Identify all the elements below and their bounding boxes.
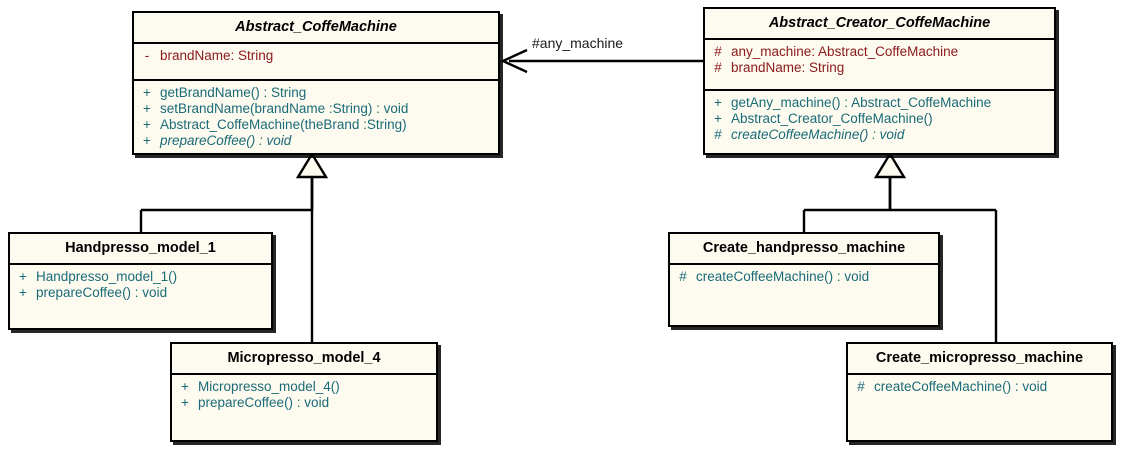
method-row: + Abstract_Creator_CoffeMachine() [705, 111, 1054, 127]
generalization-triangle [873, 151, 907, 179]
method-signature: getAny_machine() : Abstract_CoffeMachine [731, 95, 992, 111]
class-box-create-handpresso-machine[interactable]: Create_handpresso_machine # createCoffee… [668, 232, 940, 327]
attribute-signature: brandName: String [731, 60, 845, 76]
association-any-machine [500, 48, 703, 74]
visibility-marker: + [143, 85, 151, 101]
methods-compartment: # createCoffeeMachine() : void [848, 375, 1111, 399]
attribute-signature: any_machine: Abstract_CoffeMachine [731, 44, 959, 60]
visibility-marker: + [143, 133, 151, 149]
visibility-marker: + [714, 95, 722, 111]
generalization-triangle [295, 151, 329, 179]
method-signature: prepareCoffee() : void [160, 133, 292, 149]
association-label-any-machine: #any_machine [532, 35, 624, 51]
methods-compartment: # createCoffeeMachine() : void [670, 265, 938, 289]
methods-compartment: + getBrandName() : String + setBrandName… [134, 81, 498, 153]
class-title-abstract-coffemachine: Abstract_CoffeMachine [235, 19, 397, 35]
method-signature: Handpresso_model_1() [36, 269, 178, 285]
method-row: + Abstract_CoffeMachine(theBrand :String… [134, 117, 498, 133]
attribute-row: - brandName: String [134, 48, 498, 64]
class-title-create-handpresso-machine: Create_handpresso_machine [702, 240, 906, 256]
methods-compartment: + Handpresso_model_1() + prepareCoffee()… [10, 265, 271, 305]
compartment-divider [670, 263, 938, 266]
attribute-row: # brandName: String [705, 60, 1054, 76]
class-title-micropresso-model-4: Micropresso_model_4 [227, 350, 381, 366]
class-box-abstract-coffemachine[interactable]: Abstract_CoffeMachine - brandName: Strin… [132, 11, 500, 155]
visibility-marker: # [714, 60, 722, 76]
method-signature: prepareCoffee() : void [36, 285, 168, 301]
method-row: # createCoffeeMachine() : void [670, 269, 938, 285]
method-signature: createCoffeeMachine() : void [731, 127, 905, 143]
method-row: + getBrandName() : String [134, 85, 498, 101]
compartment-divider [134, 79, 498, 82]
method-signature: prepareCoffee() : void [198, 395, 330, 411]
method-row: # createCoffeeMachine() : void [705, 127, 1054, 143]
compartment-divider [172, 373, 436, 376]
class-title-handpresso-model-1: Handpresso_model_1 [65, 240, 216, 256]
method-row: + getAny_machine() : Abstract_CoffeMachi… [705, 95, 1054, 111]
attributes-compartment: # any_machine: Abstract_CoffeMachine # b… [705, 40, 1054, 89]
class-box-handpresso-model-1[interactable]: Handpresso_model_1 + Handpresso_model_1(… [8, 232, 273, 330]
method-signature: Micropresso_model_4() [198, 379, 340, 395]
compartment-divider [705, 89, 1054, 92]
methods-compartment: + getAny_machine() : Abstract_CoffeMachi… [705, 91, 1054, 147]
attributes-compartment: - brandName: String [134, 44, 498, 79]
compartment-divider [10, 263, 271, 266]
visibility-marker: # [714, 44, 722, 60]
method-row: + Handpresso_model_1() [10, 269, 271, 285]
method-row: + prepareCoffee() : void [10, 285, 271, 301]
compartment-divider [848, 373, 1111, 376]
class-box-micropresso-model-4[interactable]: Micropresso_model_4 + Micropresso_model_… [170, 342, 438, 442]
visibility-marker: # [714, 127, 722, 143]
compartment-divider [134, 42, 498, 45]
method-row: + setBrandName(brandName :String) : void [134, 101, 498, 117]
class-title-abstract-creator-coffemachine: Abstract_Creator_CoffeMachine [768, 15, 991, 31]
method-row: # createCoffeeMachine() : void [848, 379, 1111, 395]
visibility-marker: + [19, 285, 27, 301]
class-box-create-micropresso-machine[interactable]: Create_micropresso_machine # createCoffe… [846, 342, 1113, 442]
method-signature: createCoffeeMachine() : void [696, 269, 870, 285]
attribute-row: # any_machine: Abstract_CoffeMachine [705, 44, 1054, 60]
visibility-marker: + [19, 269, 27, 285]
compartment-divider [705, 38, 1054, 41]
visibility-marker: # [679, 269, 687, 285]
method-row: + prepareCoffee() : void [172, 395, 436, 411]
visibility-marker: + [143, 117, 151, 133]
methods-compartment: + Micropresso_model_4() + prepareCoffee(… [172, 375, 436, 415]
method-signature: setBrandName(brandName :String) : void [160, 101, 409, 117]
method-signature: getBrandName() : String [160, 85, 307, 101]
visibility-marker: # [857, 379, 865, 395]
visibility-marker: + [143, 101, 151, 117]
visibility-marker: + [181, 395, 189, 411]
attribute-signature: brandName: String [160, 48, 274, 64]
method-signature: createCoffeeMachine() : void [874, 379, 1048, 395]
method-signature: Abstract_CoffeMachine(theBrand :String) [160, 117, 407, 133]
method-row: + prepareCoffee() : void [134, 133, 498, 149]
method-row: + Micropresso_model_4() [172, 379, 436, 395]
visibility-marker: - [144, 48, 150, 64]
class-box-abstract-creator-coffemachine[interactable]: Abstract_Creator_CoffeMachine # any_mach… [703, 7, 1056, 155]
visibility-marker: + [181, 379, 189, 395]
class-title-create-micropresso-machine: Create_micropresso_machine [875, 350, 1084, 366]
visibility-marker: + [714, 111, 722, 127]
method-signature: Abstract_Creator_CoffeMachine() [731, 111, 933, 127]
